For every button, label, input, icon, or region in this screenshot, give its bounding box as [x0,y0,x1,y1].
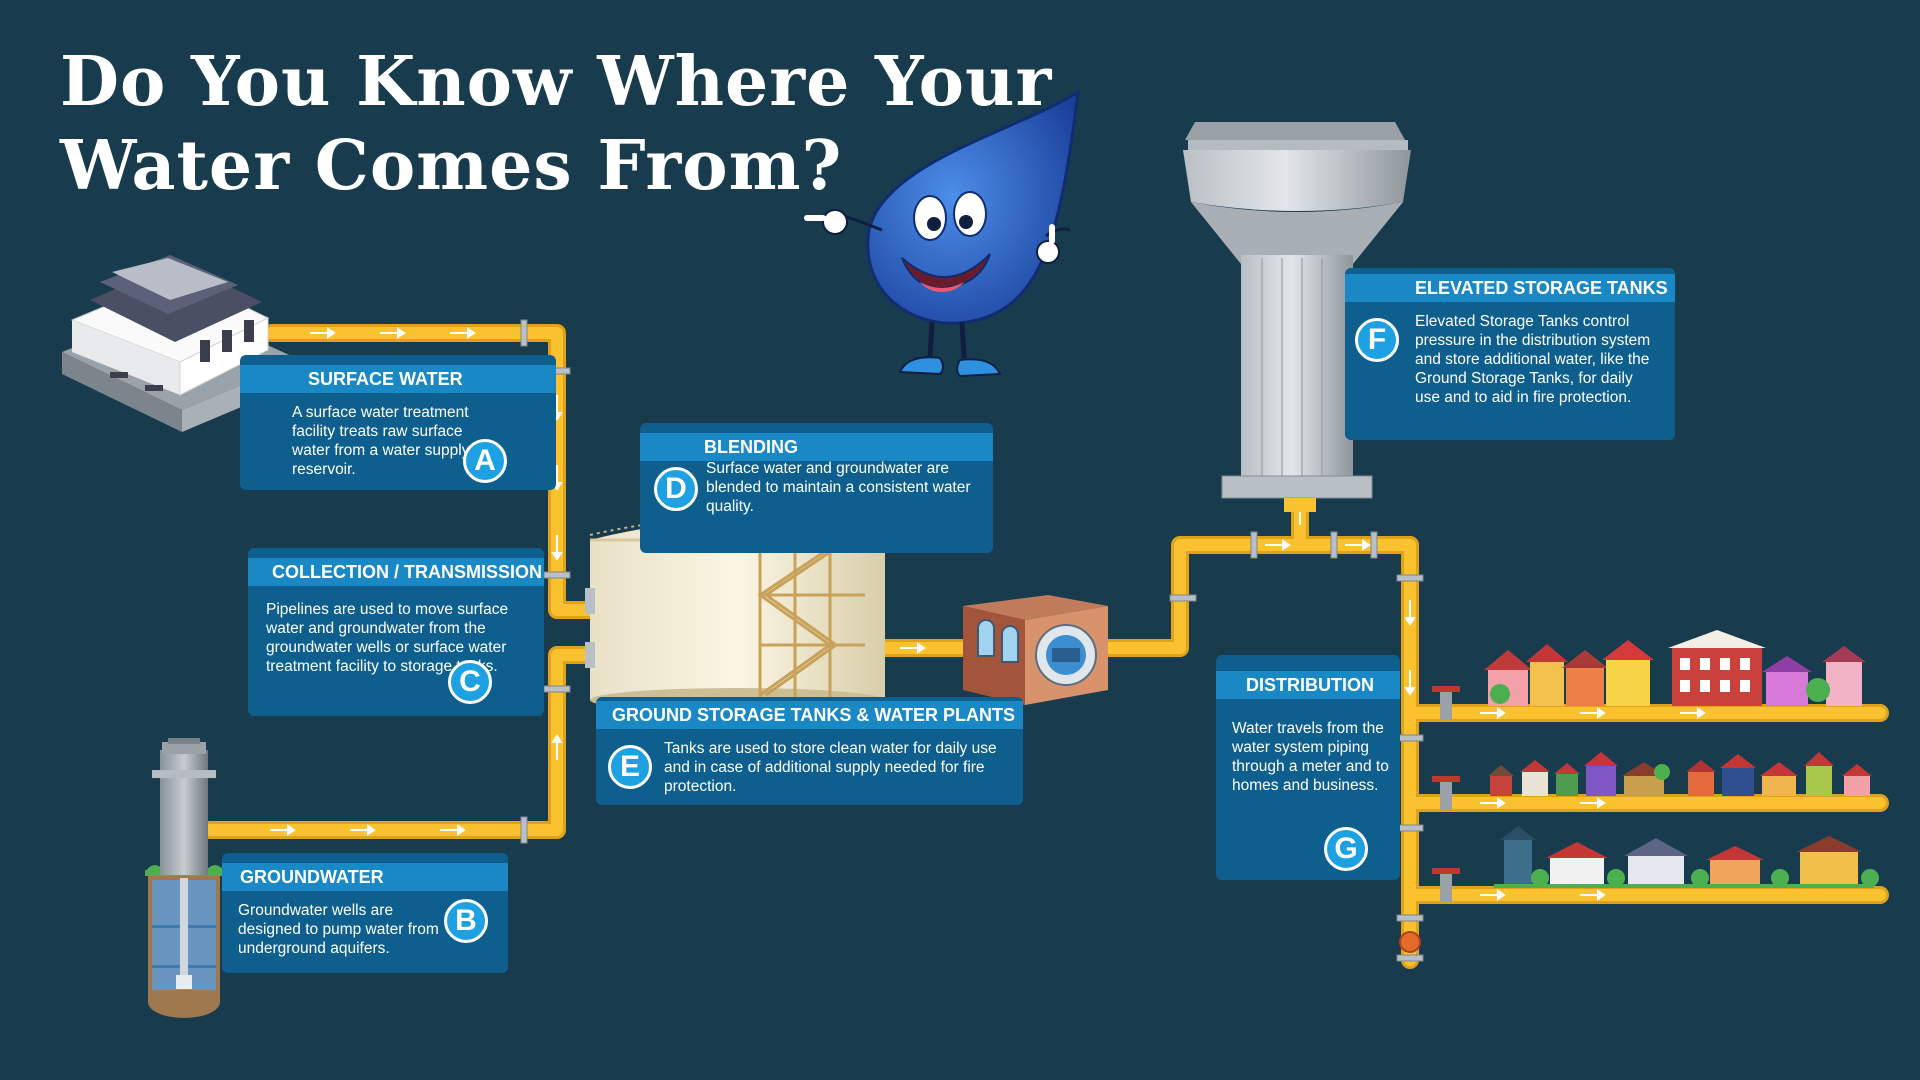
step-badge: G [1324,827,1368,871]
step-description: Tanks are used to store clean water for … [664,740,997,795]
step-badge: B [444,899,488,943]
step-card-distribution: DISTRIBUTION Water travels from the wate… [1216,655,1400,880]
step-heading: ELEVATED STORAGE TANKS [1345,274,1675,302]
step-description: Groundwater wells are designed to pump w… [238,902,439,957]
pipe-flanges [520,319,1424,962]
step-card-ground-storage: GROUND STORAGE TANKS & WATER PLANTS Tank… [596,697,1023,805]
step-card-surface-water: SURFACE WATER A surface water treatment … [240,355,556,490]
groundwater-well-icon [145,738,225,1018]
step-card-groundwater: GROUNDWATER Groundwater wells are design… [222,853,508,973]
step-card-collection-transmission: COLLECTION / TRANSMISSION Pipelines are … [248,548,544,716]
step-heading: GROUND STORAGE TANKS & WATER PLANTS [596,701,1023,729]
step-badge: E [608,745,652,789]
step-heading: GROUNDWATER [222,863,508,891]
step-card-elevated-storage: ELEVATED STORAGE TANKS Elevated Storage … [1345,268,1675,440]
elevated-water-tower-icon [1183,122,1411,512]
step-badge: D [654,467,698,511]
step-heading: DISTRIBUTION [1216,671,1400,699]
water-drop-mascot-icon [804,88,1080,378]
step-badge: C [448,660,492,704]
page-title: Do You Know Where Your Water Comes From? [60,42,1053,206]
step-heading: BLENDING [640,433,993,461]
valve-icon [1399,686,1460,953]
step-description: Surface water and groundwater are blende… [706,460,971,515]
houses-icon [1484,630,1879,888]
flow-arrows [270,327,1706,901]
step-description: A surface water treatment facility treat… [292,404,470,478]
step-heading: SURFACE WATER [240,365,556,393]
step-badge: F [1355,318,1399,362]
pump-station-icon [963,595,1108,705]
step-description: Water travels from the water system pipi… [1232,720,1389,794]
step-description: Elevated Storage Tanks control pressure … [1415,313,1651,406]
step-card-blending: BLENDING Surface water and groundwater a… [640,423,993,553]
step-heading: COLLECTION / TRANSMISSION [248,558,544,586]
step-badge: A [463,439,507,483]
step-description: Pipelines are used to move surface water… [266,601,509,675]
